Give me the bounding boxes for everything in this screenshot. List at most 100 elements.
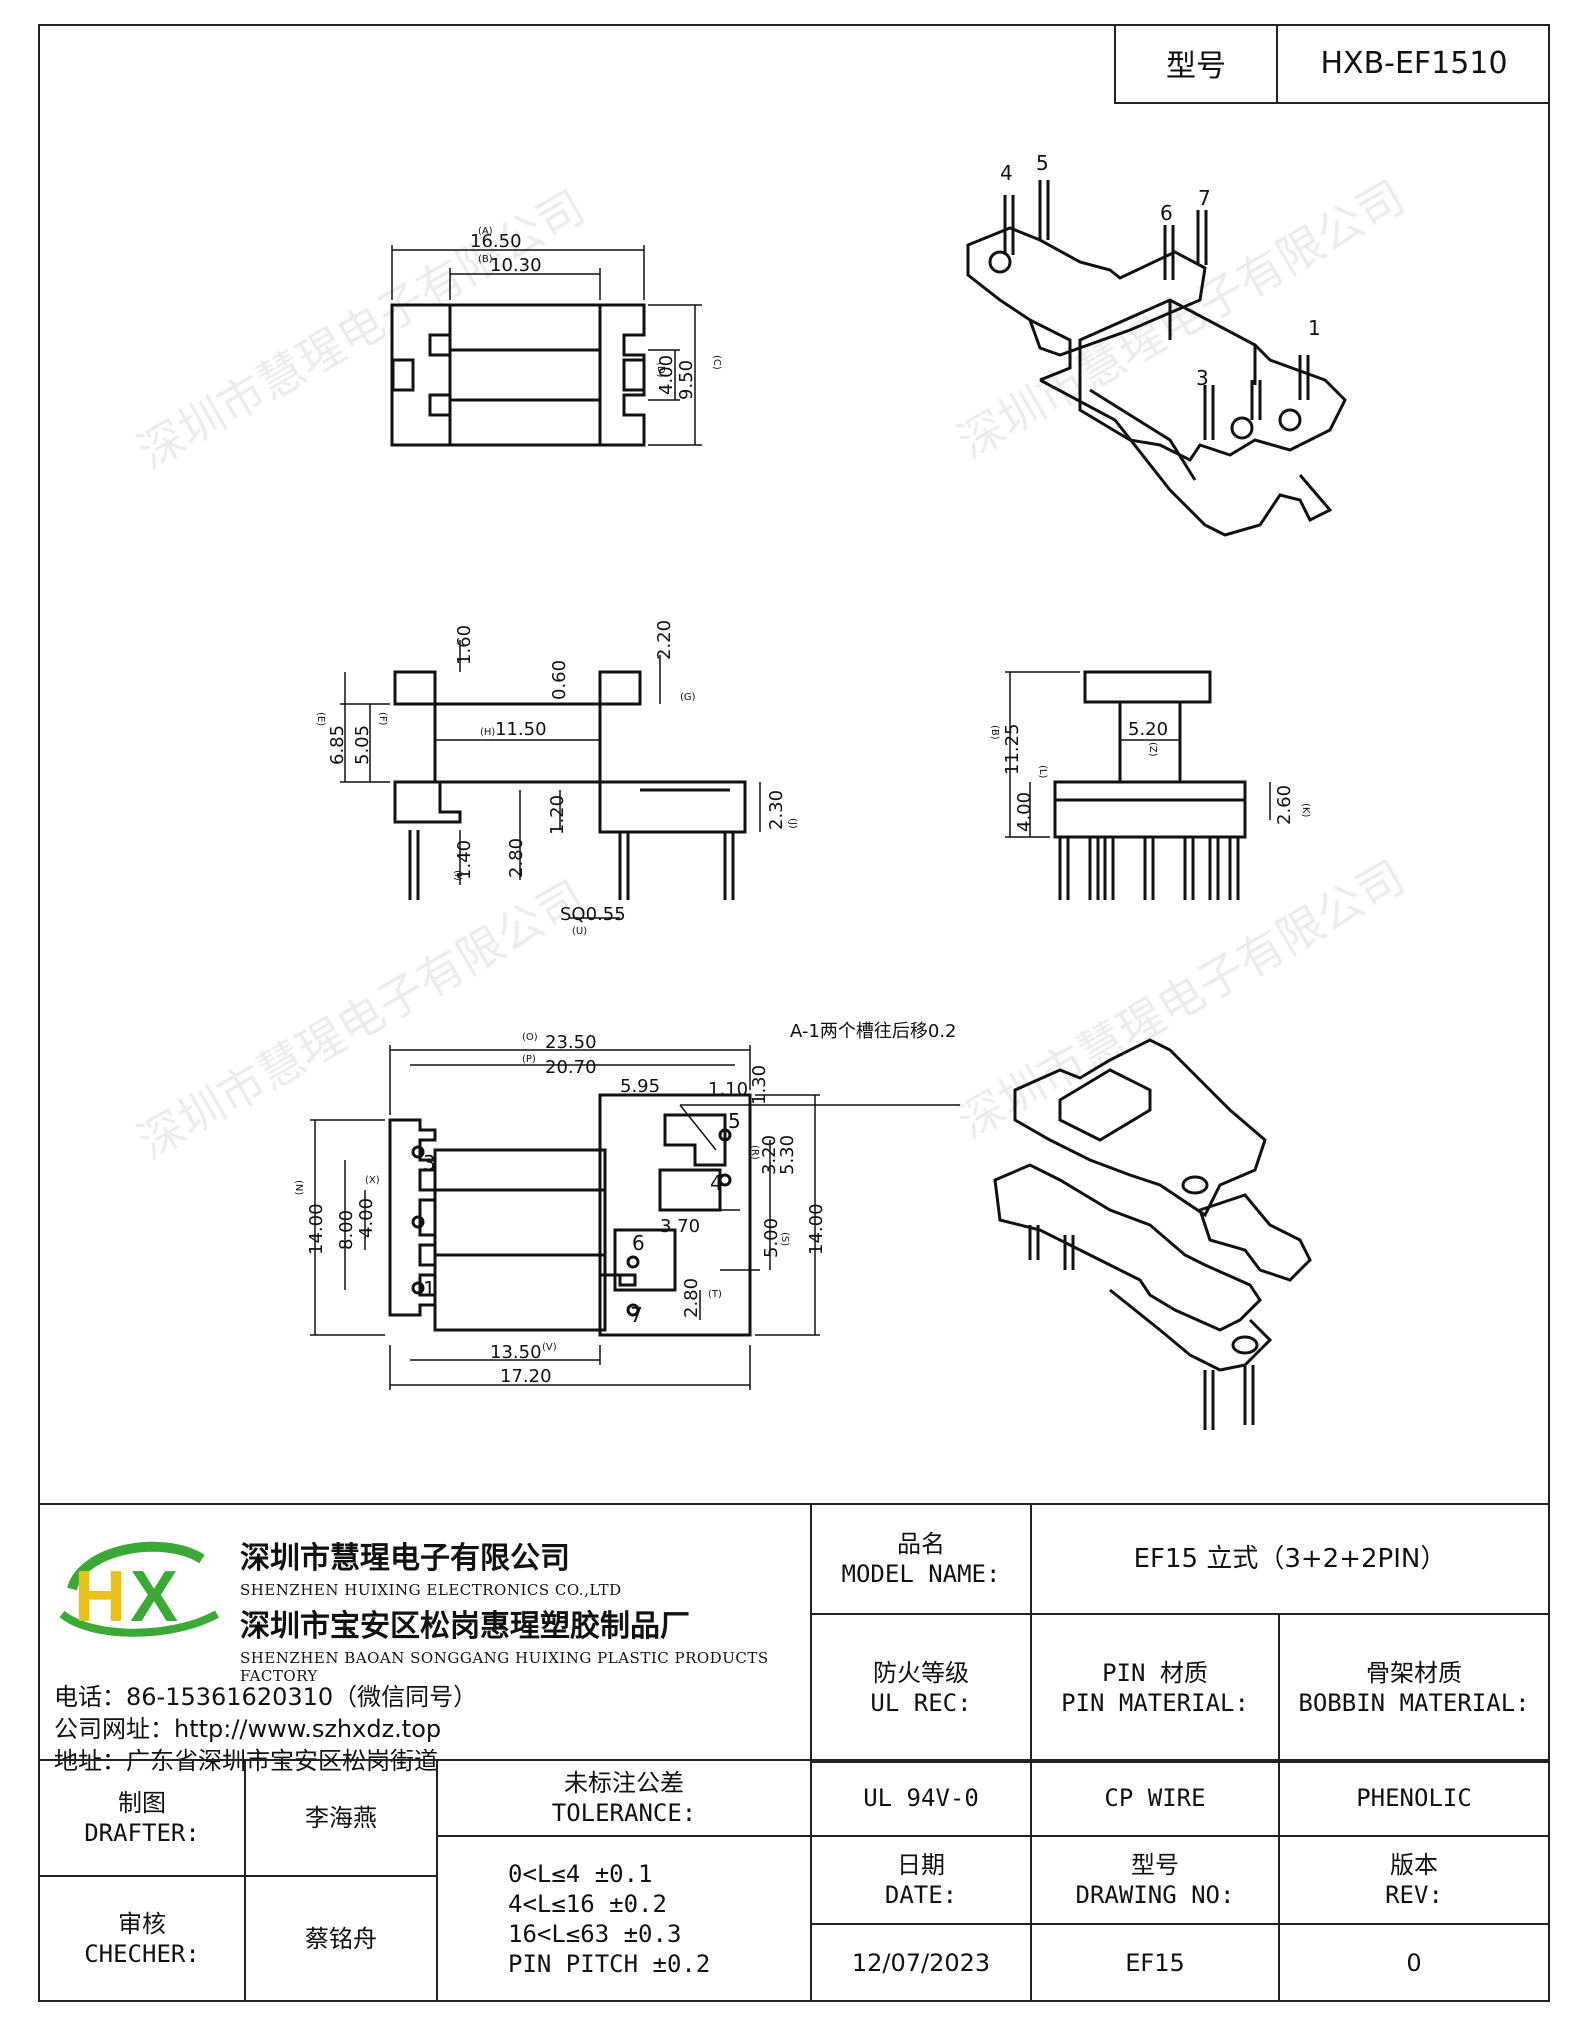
model-label: 型号 [1116, 24, 1278, 102]
sv-dim-6: 5.05 [352, 725, 373, 765]
drafter-name: 李海燕 [244, 1759, 438, 1877]
pin-label-3: 3 [1196, 366, 1209, 390]
company-name-cn: 深圳市慧瑆电子有限公司 [240, 1541, 570, 1576]
bv-pin-6: 6 [632, 1231, 645, 1255]
isometric-view-top [966, 180, 1347, 537]
date-label: 日期 DATE: [810, 1835, 1032, 1925]
rev-label-cn: 版本 [1390, 1851, 1438, 1879]
bv-dim-12: 8.00 [336, 1210, 357, 1250]
model-name-label: 品名 MODEL NAME: [810, 1503, 1032, 1615]
bv-dim-10-tag: (T) [708, 1289, 722, 1300]
bobbin-material-label-en: BOBBIN MATERIAL: [1298, 1689, 1530, 1717]
sv-dim-7: 1.20 [547, 795, 568, 835]
dim-c-tag: (D) [655, 362, 666, 378]
date-value: 12/07/2023 [810, 1923, 1032, 2002]
watermark-1: 深圳市慧瑆电子有限公司 [129, 180, 594, 480]
bv-dim-16: 14.00 [806, 1203, 827, 1255]
sv2-dim-3: 4.00 [1014, 792, 1035, 832]
bv-dim-8: 3.70 [660, 1216, 700, 1237]
bv-dim-11-tag: (N) [293, 1180, 304, 1195]
bv-dim-5: 1.30 [749, 1065, 770, 1105]
drafter-label: 制图 DRAFTER: [38, 1759, 246, 1877]
model-name-label-cn: 品名 [897, 1530, 945, 1558]
tolerance-label-cn: 未标注公差 [564, 1769, 684, 1797]
sv2-dim-3-tag: (L) [1037, 765, 1048, 778]
company-phone: 电话：86-15361620310（微信同号） [54, 1683, 478, 1711]
sv-dim-5: 6.85 [327, 725, 348, 765]
bv-dim-6-tag: (R) [749, 1145, 760, 1160]
date-label-en: DATE: [884, 1881, 958, 1909]
watermark-4: 深圳市慧瑆电子有限公司 [949, 850, 1414, 1150]
drafter-label-cn: 制图 [118, 1789, 166, 1817]
sv2-dim-4-tag: (K) [1300, 803, 1311, 817]
bv-dim-6: 3.20 [759, 1135, 780, 1175]
sv-dim-9-tag: (I) [452, 870, 463, 881]
pin-label-5: 5 [1036, 151, 1049, 175]
company-logo: H X [59, 1541, 219, 1637]
sv-dim-4-tag: (H) [480, 727, 495, 738]
tolerance-row-2: 4<L≤16 ±0.2 [508, 1889, 667, 1918]
pin-material-value: CP WIRE [1030, 1759, 1280, 1837]
bv-dim-9: 5.00 [761, 1218, 782, 1258]
date-label-cn: 日期 [897, 1851, 945, 1879]
logo-letter-x: X [130, 1557, 178, 1637]
tolerance-values: 0<L≤4 ±0.1 4<L≤16 ±0.2 16<L≤63 ±0.3 PIN … [436, 1835, 812, 2002]
drawing-no-value: EF15 [1030, 1923, 1280, 2002]
sv-dim-8-tag: (J) [787, 818, 798, 829]
checker-label-en: CHECHER: [84, 1939, 200, 1968]
checker-name: 蔡铭舟 [244, 1875, 438, 2002]
company-website: 公司网址：http://www.szhxdz.top [54, 1715, 442, 1743]
sv-dim-6-tag: (F) [377, 712, 388, 726]
company-address: 地址：广东省深圳市宝安区松岗街道 [54, 1747, 438, 1775]
ul-rec-label-en: UL REC: [870, 1689, 972, 1717]
checker-name-text: 蔡铭舟 [305, 1924, 377, 1953]
pin-material-value-text: CP WIRE [1104, 1784, 1206, 1812]
sv2-dim-4: 2.60 [1274, 785, 1295, 825]
bv-dim-4: 1.10 [708, 1079, 748, 1100]
bv-dim-14-tag: (V) [542, 1342, 557, 1353]
sv-dim-3-tag: (G) [680, 692, 696, 703]
tolerance-label-en: TOLERANCE: [551, 1799, 697, 1827]
bobbin-material-label: 骨架材质 BOBBIN MATERIAL: [1278, 1613, 1550, 1763]
sv-dim-2: 0.60 [549, 660, 570, 700]
technical-drawing: 深圳市慧瑆电子有限公司 深圳市慧瑆电子有限公司 深圳市慧瑆电子有限公司 深圳市慧… [129, 151, 1414, 1430]
dim-d-tag: (C) [711, 355, 722, 370]
tolerance-row-3: 16<L≤63 ±0.3 [508, 1919, 682, 1948]
drawing-no-label: 型号 DRAWING NO: [1030, 1835, 1280, 1925]
sv-dim-9: 1.40 [454, 840, 475, 880]
bv-dim-9-tag: (S) [779, 1232, 790, 1246]
bv-pin-1: 1 [423, 1277, 436, 1301]
drawing-no-value-text: EF15 [1125, 1948, 1185, 1977]
bv-dim-15: 17.20 [500, 1366, 552, 1387]
checker-label-cn: 审核 [118, 1909, 166, 1938]
watermark-3: 深圳市慧瑆电子有限公司 [129, 870, 594, 1170]
date-value-text: 12/07/2023 [851, 1948, 991, 1977]
sv-dim-11-tag: (U) [572, 926, 587, 937]
ul-rec-label: 防火等级 UL REC: [810, 1613, 1032, 1763]
bv-dim-2: 20.70 [545, 1057, 597, 1078]
drawing-no-label-en: DRAWING NO: [1075, 1881, 1235, 1909]
bv-dim-7: 5.30 [777, 1135, 798, 1175]
bv-dim-13: 4.00 [356, 1198, 377, 1238]
factory-name-cn: 深圳市宝安区松岗惠瑆塑胶制品厂 [240, 1609, 690, 1644]
sv-dim-5-tag: (E) [315, 712, 326, 726]
pin-label-1: 1 [1308, 316, 1321, 340]
bv-dim-2-tag: (P) [522, 1054, 536, 1065]
ul-value: UL 94V-0 [810, 1759, 1032, 1837]
bv-pin-3: 3 [423, 1151, 436, 1175]
tolerance-row-4: PIN PITCH ±0.2 [508, 1949, 711, 1978]
bv-pin-4: 4 [710, 1171, 723, 1195]
watermarks: 深圳市慧瑆电子有限公司 深圳市慧瑆电子有限公司 深圳市慧瑆电子有限公司 深圳市慧… [129, 170, 1414, 1170]
bv-dim-10: 2.80 [681, 1278, 702, 1318]
pin-label-7: 7 [1198, 186, 1211, 210]
model-name-value-text: EF15 立式（3+2+2PIN） [1133, 1543, 1447, 1574]
title-block: H X 深圳市慧瑆电子有限公司 SHENZHEN HUIXING ELECTRO… [38, 1503, 1550, 2002]
drafter-label-en: DRAFTER: [84, 1819, 200, 1847]
rev-value: 0 [1278, 1923, 1550, 2002]
pin-label-4: 4 [1000, 161, 1013, 185]
dim-a: 16.50 [470, 231, 522, 252]
company-name-en: SHENZHEN HUIXING ELECTRONICS CO.,LTD [240, 1581, 622, 1599]
pin-label-6: 6 [1160, 201, 1173, 225]
model-name-label-en: MODEL NAME: [841, 1560, 1001, 1588]
bv-dim-1: 23.50 [545, 1032, 597, 1053]
